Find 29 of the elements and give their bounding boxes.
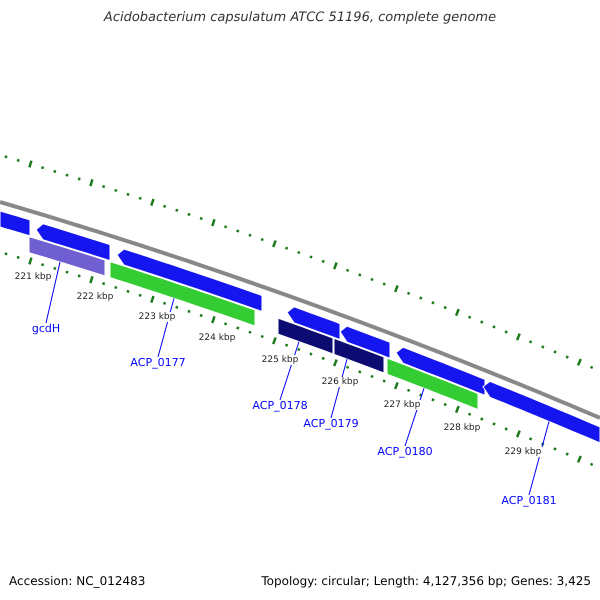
leader-line: [46, 262, 60, 324]
gene-feature: [334, 338, 384, 374]
diagram-title: Acidobacterium capsulatum ATCC 51196, complete genome: [104, 10, 496, 25]
scale-label: 227 kbp: [382, 400, 422, 410]
scale-label: 228 kbp: [442, 423, 482, 433]
gene-name: ACP_0181: [501, 494, 557, 507]
gene-name: ACP_0179: [303, 417, 359, 430]
scale-label: 226 kbp: [320, 377, 360, 387]
gene-name: ACP_0177: [130, 356, 186, 369]
gene-feature: [395, 346, 486, 396]
scale-label: 229 kbp: [504, 447, 542, 457]
gene-feature: [482, 380, 600, 444]
gene-feature: [339, 326, 390, 360]
gene-feature: [116, 248, 262, 312]
gene-name: gcdH: [32, 322, 60, 335]
gene-feature: [278, 317, 334, 355]
gene-feature: [35, 223, 110, 262]
gene-feature: [286, 306, 340, 340]
scale-label: 222 kbp: [76, 292, 114, 302]
scale-label: 223 kbp: [138, 312, 176, 322]
accession-text: Accession: NC_012483: [9, 574, 146, 588]
leader-line: [528, 421, 550, 496]
genome-summary-text: Topology: circular; Length: 4,127,356 bp; Genes: 3,425: [261, 574, 591, 588]
gene-name: ACP_0178: [252, 399, 308, 412]
scale-label: 221 kbp: [14, 272, 52, 282]
gene-name: ACP_0180: [377, 445, 433, 458]
scale-label: 224 kbp: [198, 333, 236, 343]
scale-label: 225 kbp: [260, 355, 300, 365]
gene-feature: [0, 210, 30, 237]
